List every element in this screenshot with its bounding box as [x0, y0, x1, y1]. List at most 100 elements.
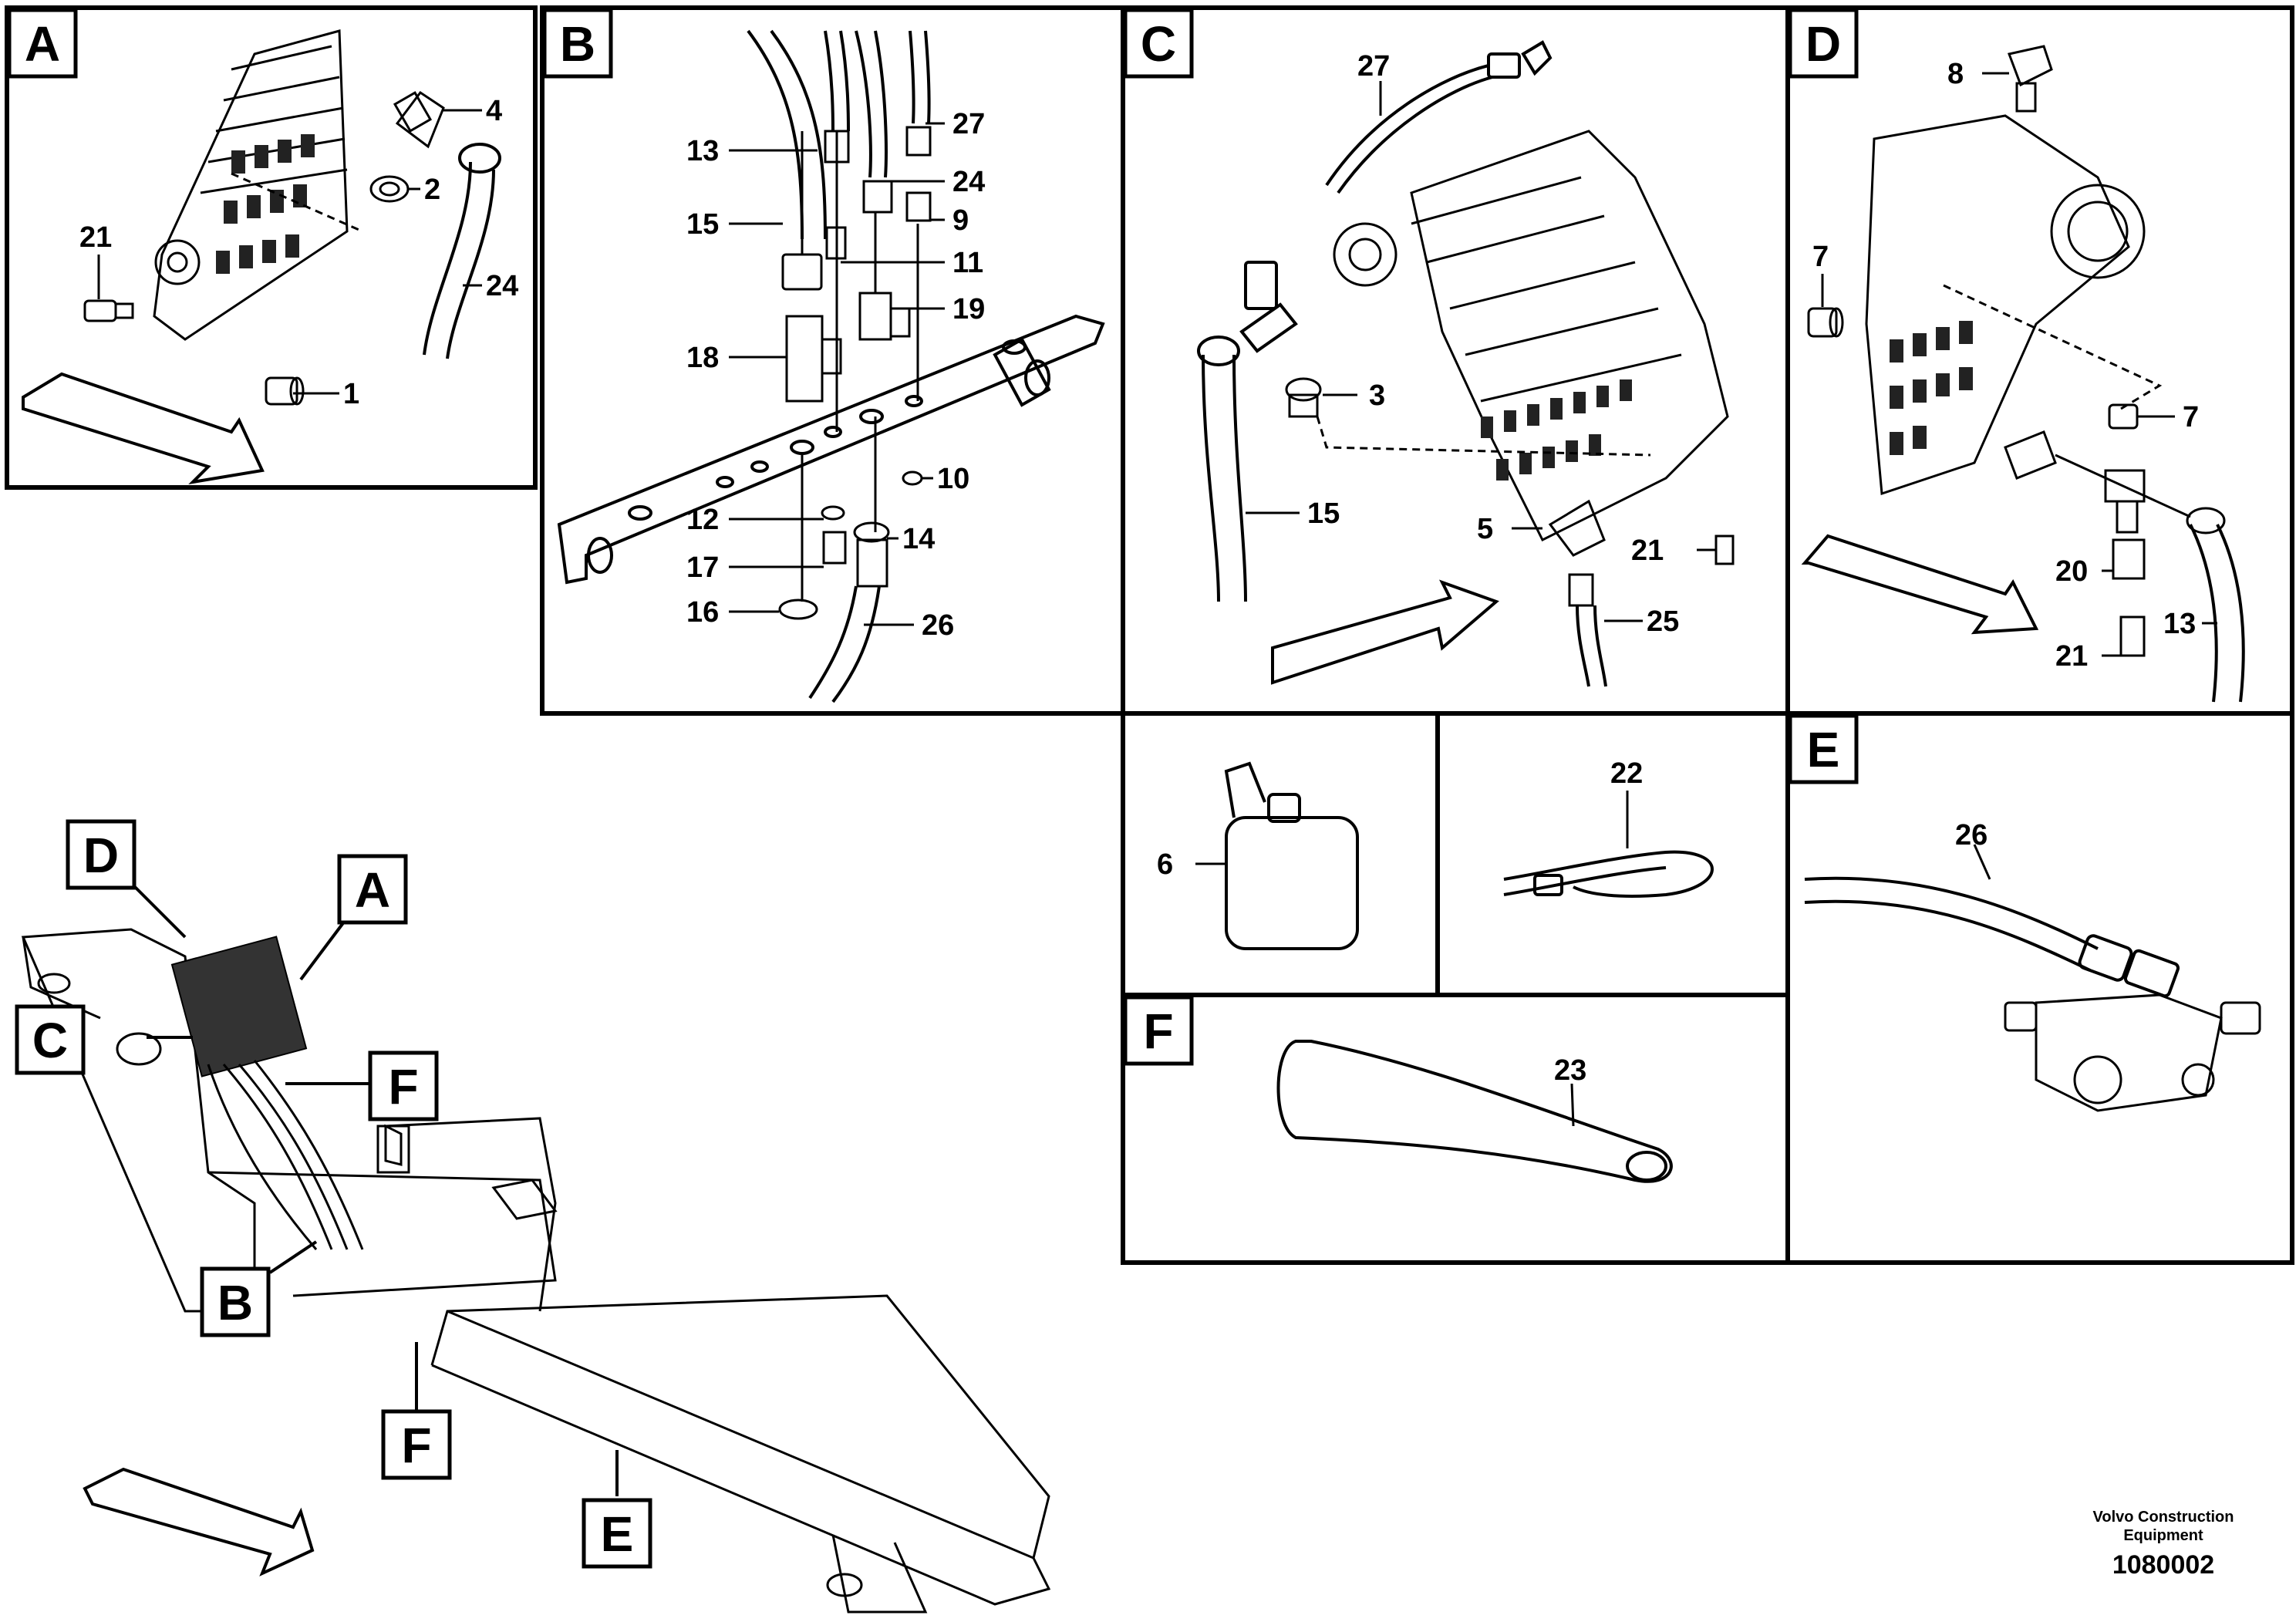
fittings-b-illustration — [781, 126, 932, 403]
overview-label-a: A — [337, 854, 408, 925]
overview-label-c-text: C — [32, 1013, 68, 1068]
overview-label-f-lower: F — [381, 1409, 452, 1480]
callout-c-15: 15 — [1307, 497, 1340, 530]
leader-f-23 — [1570, 1083, 1575, 1127]
panel-d-leaders — [1821, 72, 2217, 657]
panel-b: B — [540, 5, 1125, 716]
callout-a-4: 4 — [486, 95, 502, 127]
callout-b-14: 14 — [902, 523, 935, 555]
overview-label-f-upper: F — [368, 1050, 439, 1121]
callout-c-5: 5 — [1477, 513, 1493, 545]
callout-d-20: 20 — [2055, 555, 2088, 588]
control-valve-c-illustration — [1333, 130, 1729, 542]
overview-label-d: D — [66, 819, 137, 890]
panel-d: D — [1785, 5, 2294, 716]
callout-b-18: 18 — [686, 342, 719, 374]
callout-tie-22: 22 — [1610, 757, 1643, 790]
callout-f-23: 23 — [1554, 1054, 1586, 1087]
panel-c-letter-box — [1123, 8, 1194, 79]
direction-arrow-a — [22, 372, 265, 484]
mounting-bracket-illustration — [557, 314, 1105, 585]
overview-label-f-lower-text: F — [401, 1418, 431, 1473]
callout-d-7-lower: 7 — [2183, 401, 2199, 433]
callout-b-12: 12 — [686, 504, 719, 536]
callout-b-13: 13 — [686, 135, 719, 167]
callout-d-21: 21 — [2055, 640, 2088, 673]
panel-c-letter: C — [1141, 16, 1176, 72]
control-valve-illustration — [153, 29, 363, 341]
hose-27-illustration — [1325, 40, 1553, 194]
panel-a-letter-box — [7, 8, 78, 79]
lower-fittings-b-illustration — [778, 470, 923, 703]
callout-e-26: 26 — [1955, 819, 1988, 851]
panel-b-letter: B — [560, 16, 595, 72]
overview-label-b-text: B — [217, 1275, 253, 1330]
panel-d-letter-box — [1788, 8, 1859, 79]
callout-b-16: 16 — [686, 596, 719, 629]
callout-strap-6: 6 — [1157, 848, 1173, 881]
callout-d-8: 8 — [1947, 58, 1964, 90]
overview-label-a-text: A — [355, 862, 390, 918]
elbow-8-icon — [2007, 45, 2053, 113]
sleeve-23-illustration — [1276, 1040, 1673, 1183]
panel-b-letter-box — [542, 8, 613, 79]
callout-c-25: 25 — [1647, 605, 1679, 638]
machine-overview: D A C F B F E — [15, 819, 1051, 1614]
cable-tie-22-illustration — [1503, 850, 1714, 898]
frame-overview-illustration — [21, 928, 1051, 1614]
overview-label-c: C — [15, 1004, 86, 1075]
panel-a: A — [5, 5, 538, 490]
drawing-number: 1080002 — [2112, 1550, 2214, 1580]
panel-a-letter: A — [25, 16, 60, 72]
direction-arrow-d — [1801, 534, 2039, 635]
plug-1-icon — [265, 376, 305, 406]
panel-d-letter: D — [1805, 16, 1841, 72]
callout-c-21: 21 — [1631, 534, 1664, 567]
panel-c: C — [1121, 5, 1790, 716]
callout-b-10: 10 — [937, 463, 969, 495]
leader-e-26 — [1973, 844, 1991, 880]
fitting-21-icon — [83, 299, 134, 322]
panel-e: E 26 — [1785, 711, 2294, 1265]
valve-e-illustration — [2004, 993, 2261, 1112]
brand-line-1: Volvo Construction — [2093, 1509, 2234, 1526]
fitting-3-icon — [1285, 377, 1651, 457]
footer-block: Volvo Construction Equipment 1080002 — [2093, 1509, 2234, 1580]
callout-a-24: 24 — [486, 270, 518, 302]
panel-a-leaders — [97, 109, 482, 395]
overview-label-f-upper-text: F — [388, 1059, 418, 1114]
callout-b-19: 19 — [952, 293, 985, 325]
panel-f-letter-box — [1123, 995, 1194, 1066]
strap-6-illustration — [1224, 761, 1359, 950]
callout-b-11: 11 — [952, 247, 983, 279]
callout-b-15: 15 — [686, 208, 719, 241]
callout-b-9: 9 — [952, 204, 969, 237]
panel-f-letter: F — [1143, 1003, 1173, 1059]
panel-f: F 23 — [1121, 993, 1790, 1265]
nut-2-icon — [369, 175, 410, 203]
hose-26-e-illustration — [1804, 876, 2180, 998]
panel-c-leaders — [1246, 81, 1716, 622]
panel-cable-tie: 22 — [1435, 711, 1790, 997]
hoses-b-illustration — [747, 29, 931, 240]
callout-c-27: 27 — [1357, 50, 1390, 83]
callout-b-17: 17 — [686, 551, 719, 584]
callout-d-7-upper: 7 — [1812, 241, 1829, 273]
panel-strap: 6 — [1121, 711, 1440, 997]
brand-line-2: Equipment — [2123, 1527, 2203, 1544]
overview-leaders — [133, 885, 619, 1496]
callout-c-3: 3 — [1369, 379, 1385, 412]
tee-and-switch-d-illustration — [2004, 430, 2245, 703]
hoses-overview-illustration — [207, 1060, 364, 1250]
callout-b-27: 27 — [952, 108, 985, 140]
overview-label-e-text: E — [601, 1506, 634, 1562]
callout-a-2: 2 — [424, 174, 440, 206]
callout-a-21: 21 — [79, 221, 112, 254]
callout-b-26: 26 — [922, 609, 954, 642]
panel-e-letter: E — [1807, 722, 1840, 777]
overview-label-b: B — [200, 1266, 271, 1337]
hose-15-c-illustration — [1197, 261, 1298, 602]
callout-d-13: 13 — [2163, 608, 2196, 640]
valve-overview-illustration — [170, 936, 308, 1077]
overview-label-e: E — [582, 1498, 652, 1569]
